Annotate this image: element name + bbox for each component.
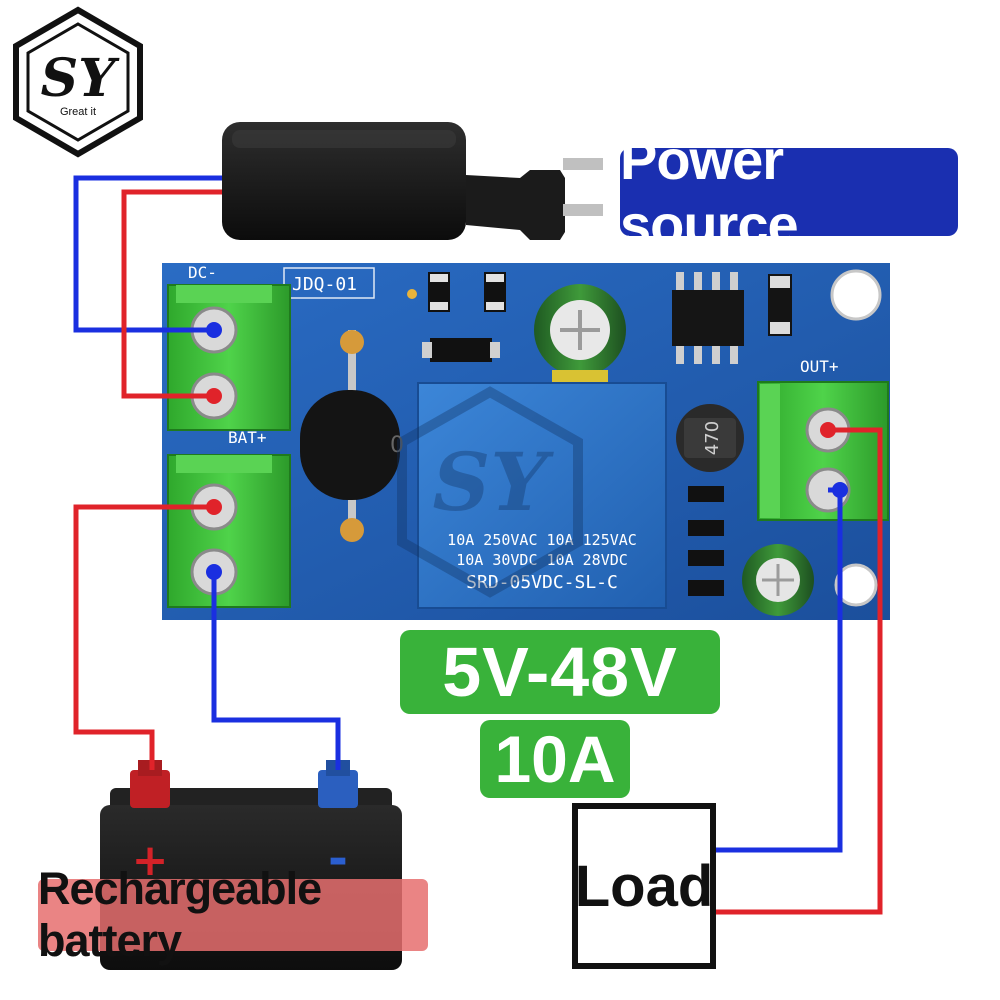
terminal-output <box>757 381 889 521</box>
wire-battery-positive <box>73 504 214 770</box>
logo-tagline: Great it <box>60 106 96 118</box>
label-dc-minus: DC- <box>188 263 217 282</box>
relay-rating-line-1: 10A 250VAC 10A 125VAC <box>447 531 637 549</box>
svg-text:SY: SY <box>433 435 555 529</box>
terminal-battery <box>167 454 291 608</box>
power-adapter <box>222 122 603 240</box>
current-rating-label: 10A <box>480 720 630 798</box>
brand-logo: SY Great it <box>13 6 143 158</box>
wire-load-positive <box>716 427 883 915</box>
logo-letters: SY <box>41 48 121 109</box>
label-bat-plus: BAT+ <box>228 428 267 447</box>
label-out-plus: OUT+ <box>800 357 839 376</box>
relay-model: SRD-05VDC-SL-C <box>466 572 618 593</box>
inductor-marking: 470 <box>702 421 723 455</box>
diode-marking: 0 <box>390 433 404 458</box>
voltage-range-label: 5V-48V <box>400 630 720 714</box>
board-model: JDQ-01 <box>292 274 357 295</box>
wire-adapter-positive <box>121 189 222 399</box>
rechargeable-battery-label: Rechargeable battery <box>38 863 428 966</box>
power-source-label: Power source <box>620 128 958 256</box>
load-label: Load <box>572 803 716 969</box>
watermark-logo: SY <box>397 386 583 598</box>
wire-dots <box>206 322 848 580</box>
relay-rating-line-2: 10A 30VDC 10A 28VDC <box>456 551 628 569</box>
relay: 10A 250VAC 10A 125VAC 10A 30VDC 10A 28VD… <box>417 382 667 609</box>
battery-plus-mark: + <box>132 835 169 886</box>
wire-battery-negative <box>211 572 341 770</box>
terminal-dc-input <box>167 284 291 431</box>
wire-adapter-negative <box>73 175 222 333</box>
battery-minus-mark: - <box>328 831 348 887</box>
